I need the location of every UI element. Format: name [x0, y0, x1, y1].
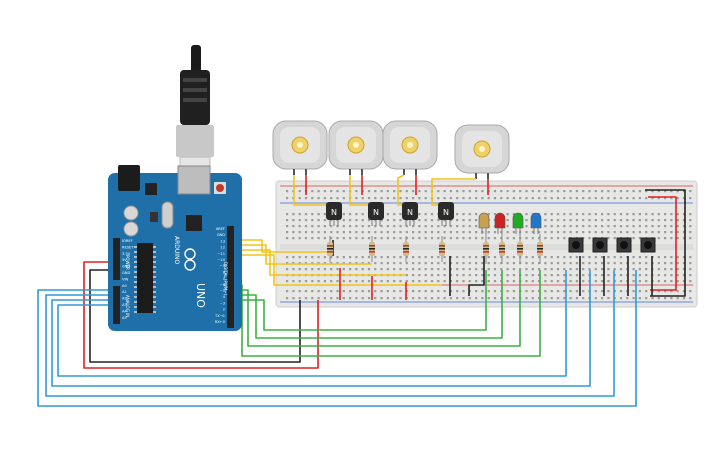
wire[interactable]: [468, 256, 485, 296]
pin-label: 13: [220, 239, 225, 243]
led[interactable]: [530, 212, 542, 234]
resistors: [327, 234, 543, 264]
microcontroller-chip: [137, 243, 153, 313]
led[interactable]: [512, 212, 524, 234]
resistor[interactable]: [537, 234, 543, 264]
resistor[interactable]: [439, 236, 445, 262]
led[interactable]: [494, 212, 506, 234]
wire[interactable]: [51, 270, 591, 387]
pin-label: RX←0: [215, 320, 226, 324]
wire[interactable]: [293, 175, 333, 206]
led[interactable]: [478, 212, 490, 234]
push-button[interactable]: [592, 237, 608, 253]
wire[interactable]: [232, 254, 442, 286]
dc-motor[interactable]: [454, 124, 510, 179]
arduino-brand-label: ARDUINO: [173, 236, 180, 265]
push-button[interactable]: [568, 237, 584, 253]
pin-label: ~10: [217, 258, 225, 262]
pin-label: A1: [122, 290, 127, 294]
wire[interactable]: [57, 270, 567, 377]
wire[interactable]: [37, 270, 637, 407]
wire[interactable]: [89, 269, 301, 363]
wire[interactable]: [232, 239, 330, 253]
power-label: POWER: [125, 255, 130, 270]
npn-transistor[interactable]: N: [438, 202, 454, 226]
pin-label: ~9: [220, 264, 226, 268]
pin-label: ~11: [217, 252, 225, 256]
pin-label: A2: [122, 297, 127, 301]
resistor[interactable]: [517, 234, 523, 264]
transistor-label: N: [407, 208, 413, 217]
npn-transistor[interactable]: N: [368, 202, 384, 226]
npn-transistor[interactable]: N: [326, 202, 342, 226]
pin-label: VIN: [122, 277, 129, 281]
npn-transistor[interactable]: N: [402, 202, 418, 226]
push-button[interactable]: [616, 237, 632, 253]
pin-label: GND: [217, 233, 225, 237]
capacitor: [123, 221, 139, 237]
power-jack[interactable]: [118, 165, 140, 191]
pin-label: ~3: [220, 301, 225, 305]
digital-header-low[interactable]: [227, 282, 234, 328]
resistor[interactable]: [369, 236, 375, 262]
pin-label: 3.3V: [122, 252, 131, 256]
arduino-uno-board[interactable]: ARDUINO UNO DIGITAL (PWM~) ANALOG IN POW…: [108, 165, 242, 331]
crystal: [161, 201, 174, 229]
analog-label: ANALOG IN: [125, 295, 130, 317]
pin-label: A3: [122, 303, 127, 307]
wire[interactable]: [232, 270, 487, 331]
pin-label: 5V: [122, 258, 127, 262]
pin-label: 2: [223, 308, 225, 312]
resistor[interactable]: [327, 236, 333, 262]
pin-label: 8: [223, 270, 226, 274]
push-buttons: [568, 237, 656, 253]
wire[interactable]: [645, 189, 686, 297]
dc-motor[interactable]: [272, 120, 328, 175]
pin-label: ~6: [220, 283, 226, 287]
wire[interactable]: [232, 249, 406, 276]
wire[interactable]: [232, 270, 521, 347]
pin-label: RESET: [122, 245, 134, 249]
pin-label: IOREF: [122, 239, 133, 243]
pin-label: 12: [220, 246, 225, 250]
pin-label: ~5: [220, 289, 225, 293]
wire[interactable]: [45, 270, 615, 397]
pin-label: AREF: [216, 227, 225, 231]
resistor[interactable]: [403, 236, 409, 262]
pin-label: GND: [122, 265, 130, 269]
transistor-label: N: [373, 208, 379, 217]
leds: [478, 212, 542, 234]
resistor[interactable]: [483, 234, 489, 264]
wire[interactable]: [648, 196, 677, 291]
usb-port[interactable]: [177, 165, 211, 195]
transistor-label: N: [331, 208, 337, 217]
push-button[interactable]: [640, 237, 656, 253]
pin-label: GND: [122, 271, 130, 275]
digital-header-high[interactable]: [227, 226, 234, 284]
digital-label: DIGITAL (PWM~): [223, 262, 228, 296]
resistor[interactable]: [499, 234, 505, 264]
pin-label: 7: [223, 277, 225, 281]
arduino-model-label: UNO: [194, 283, 207, 308]
dc-motor[interactable]: [382, 120, 438, 175]
wire[interactable]: [232, 270, 503, 339]
pin-label: 4: [223, 295, 226, 299]
dc-motor[interactable]: [328, 120, 384, 175]
transistor-label: N: [443, 208, 449, 217]
dc-motors: [272, 120, 510, 179]
pin-label: A4: [122, 309, 127, 313]
pin-label: A0: [122, 284, 127, 288]
wire[interactable]: [349, 175, 376, 206]
pin-label: TX→1: [214, 314, 225, 318]
power-header[interactable]: [113, 238, 120, 280]
capacitor: [123, 205, 139, 221]
pin-label: A5: [122, 316, 127, 320]
analog-header[interactable]: [113, 286, 120, 324]
